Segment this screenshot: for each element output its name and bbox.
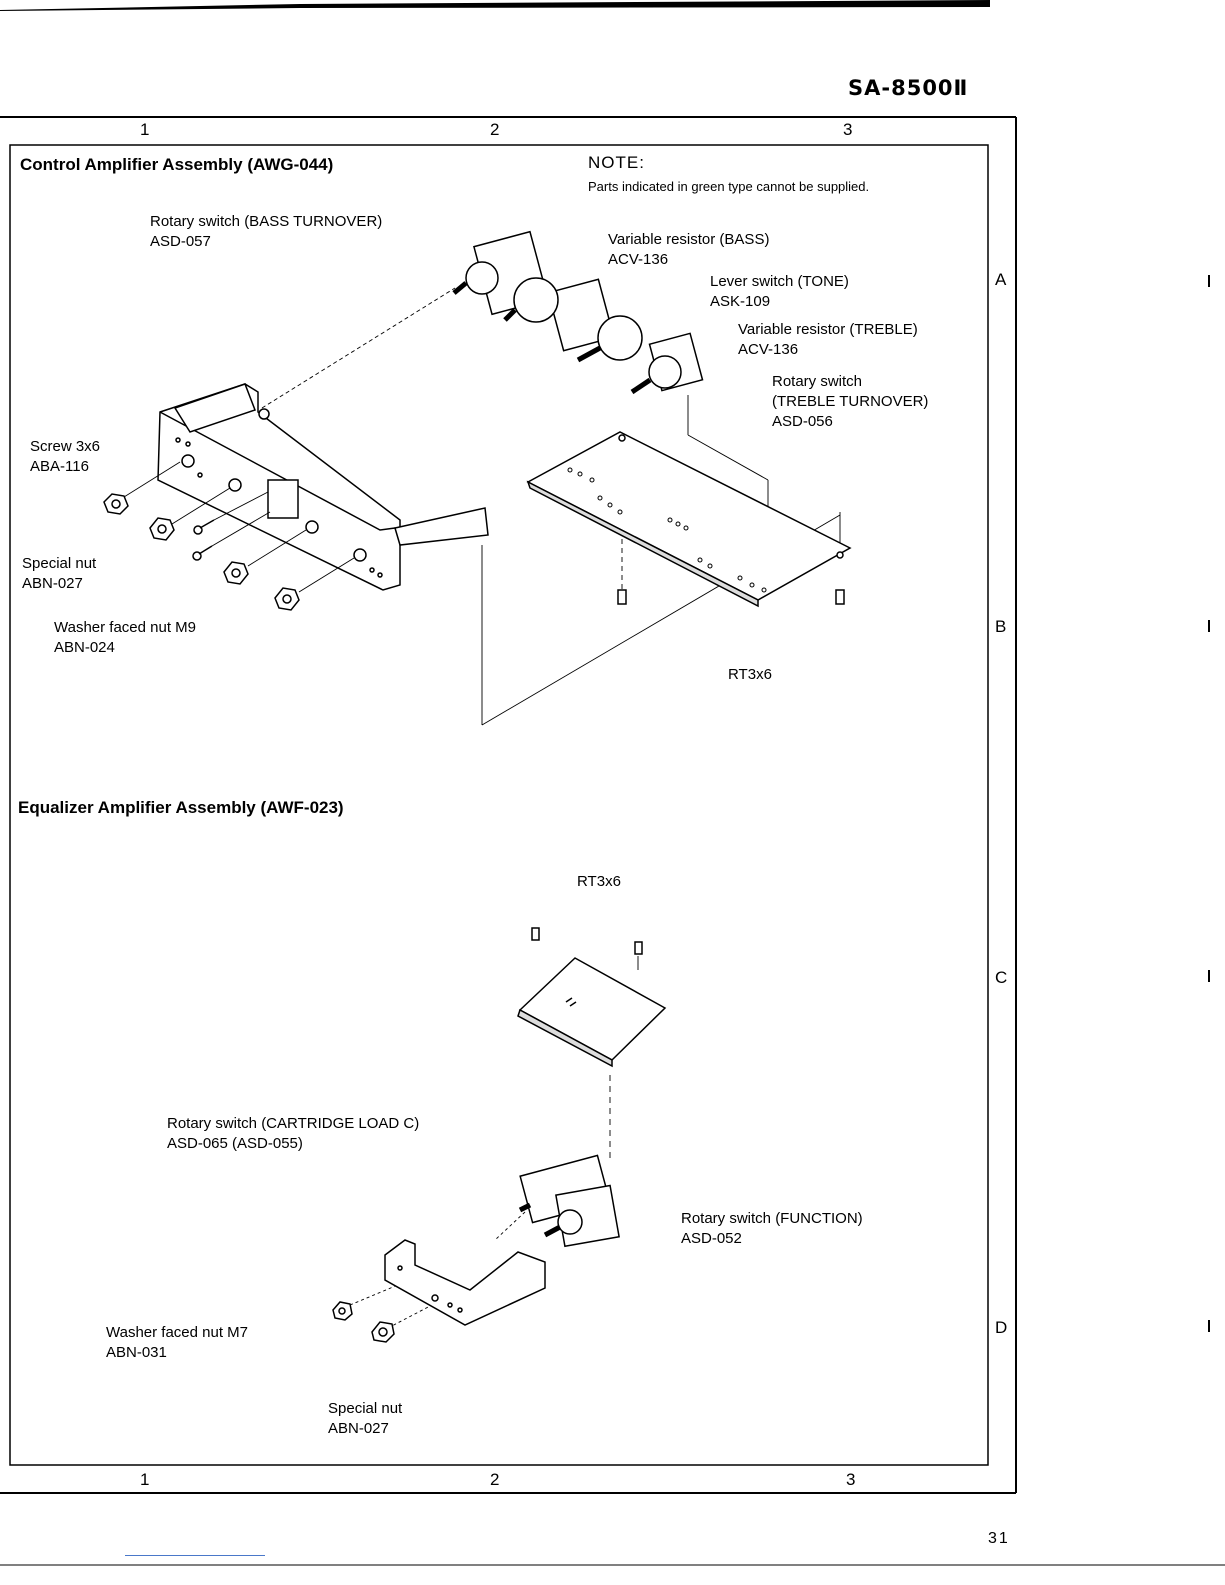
- label-washer-faced-nut-m7: Washer faced nut M7 ABN-031: [106, 1323, 248, 1363]
- label-washer-faced-nut-m9: Washer faced nut M9 ABN-024: [54, 618, 196, 658]
- edge-tick: [1208, 620, 1210, 632]
- row-a: A: [995, 270, 1007, 289]
- label-part: ASD-052: [681, 1230, 742, 1247]
- equalizer-switches: [518, 1154, 620, 1248]
- top-rule: [0, 0, 990, 11]
- edge-tick: [1208, 1320, 1210, 1332]
- label-part: ABA-116: [30, 458, 89, 475]
- label-treble-turnover: Rotary switch (TREBLE TURNOVER) ASD-056: [772, 372, 928, 432]
- label-name: Rotary switch (FUNCTION): [681, 1210, 863, 1227]
- label-part: ABN-027: [22, 575, 83, 592]
- control-pots: [452, 230, 704, 395]
- row-b: B: [995, 617, 1007, 636]
- label-variable-resistor-treble: Variable resistor (TREBLE) ACV-136: [738, 320, 918, 360]
- label-name-2: (TREBLE TURNOVER): [772, 393, 929, 410]
- note-text: Parts indicated in green type cannot be …: [588, 179, 870, 194]
- label-part: ACV-136: [608, 251, 669, 268]
- label-name: Special nut: [328, 1400, 403, 1417]
- label-part: ASK-109: [710, 293, 771, 310]
- column-1-bottom: 1: [140, 1470, 150, 1489]
- edge-tick: [1208, 275, 1210, 287]
- label-special-nut: Special nut ABN-027: [22, 554, 96, 594]
- label-part: ASD-057: [150, 233, 211, 250]
- column-3-bottom: 3: [846, 1470, 856, 1489]
- label-lever-switch-tone: Lever switch (TONE) ASK-109: [710, 272, 849, 312]
- label-part: ABN-027: [328, 1420, 389, 1437]
- label-rt-screw: RT3x6: [728, 666, 772, 683]
- edge-tick: [1208, 970, 1210, 982]
- label-cartridge-load: Rotary switch (CARTRIDGE LOAD C) ASD-065…: [167, 1114, 419, 1154]
- column-2-bottom: 2: [490, 1470, 500, 1489]
- label-eq-rt-screw: RT3x6: [577, 873, 621, 890]
- label-name: Variable resistor (TREBLE): [738, 321, 918, 338]
- label-part: ACV-136: [738, 341, 799, 358]
- label-name: Lever switch (TONE): [710, 273, 849, 290]
- label-variable-resistor-bass: Variable resistor (BASS) ACV-136: [608, 230, 769, 270]
- control-hardware: [103, 493, 300, 611]
- label-part: ASD-065 (ASD-055): [167, 1135, 303, 1152]
- label-function-switch: Rotary switch (FUNCTION) ASD-052: [681, 1209, 863, 1249]
- model-title: SA-8500Ⅱ: [848, 76, 969, 100]
- label-part: ABN-024: [54, 639, 115, 656]
- control-chassis-bracket: [157, 383, 489, 591]
- column-1-top: 1: [140, 120, 150, 139]
- page-frame: [0, 116, 1225, 1566]
- bottom-link-line: [125, 1555, 265, 1556]
- label-name: Special nut: [22, 555, 97, 572]
- row-d: D: [995, 1318, 1008, 1337]
- control-pcb: [526, 431, 852, 608]
- equalizer-amp-title: Equalizer Amplifier Assembly (AWF-023): [18, 798, 344, 817]
- label-bass-turnover: Rotary switch (BASS TURNOVER) ASD-057: [150, 212, 382, 252]
- label-name: Rotary switch (CARTRIDGE LOAD C): [167, 1115, 420, 1132]
- label-part: ABN-031: [106, 1344, 167, 1361]
- label-eq-special-nut: Special nut ABN-027: [328, 1399, 402, 1439]
- label-name: Variable resistor (BASS): [608, 231, 770, 248]
- equalizer-pcb: [517, 927, 667, 1068]
- label-name: Screw 3x6: [30, 438, 101, 455]
- control-amp-title: Control Amplifier Assembly (AWG-044): [20, 155, 334, 174]
- label-screw: Screw 3x6 ABA-116: [30, 437, 100, 477]
- equalizer-bracket: [332, 1239, 546, 1343]
- note-title: NOTE:: [588, 153, 645, 172]
- label-name: Washer faced nut M7: [106, 1324, 249, 1341]
- label-name: Rotary switch: [772, 373, 863, 390]
- label-name: Rotary switch (BASS TURNOVER): [150, 213, 383, 230]
- label-part: ASD-056: [772, 413, 833, 430]
- column-2-top: 2: [490, 120, 500, 139]
- column-3-top: 3: [843, 120, 853, 139]
- row-c: C: [995, 968, 1008, 987]
- page-number: 31: [988, 1530, 1010, 1547]
- label-name: Washer faced nut M9: [54, 619, 197, 636]
